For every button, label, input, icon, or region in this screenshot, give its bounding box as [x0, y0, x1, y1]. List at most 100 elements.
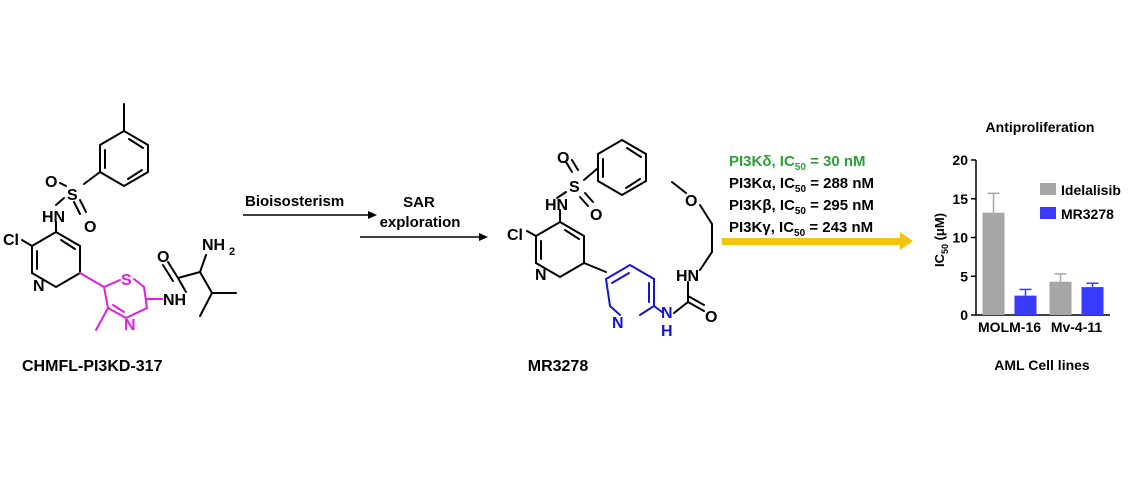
product-phenyl-double-2 [625, 178, 641, 189]
chart-ylabel: IC50 (μM) [932, 213, 950, 267]
product-urea-co-a [687, 301, 705, 312]
product-o-methoxy-label: O [685, 193, 697, 210]
chart-bar-mr3278-mv-4-11 [1081, 287, 1104, 315]
product-atom-labels: HN S O O Cl N O HN O N N H [507, 150, 717, 340]
product-o-bottom-label: O [590, 207, 602, 224]
product-o-urea-label: O [705, 309, 717, 326]
product-s-nh-bond [556, 191, 567, 199]
product-n-pyridine-label: N [535, 267, 547, 284]
arrow-sar-head [479, 233, 488, 241]
antiproliferation-chart: Antiproliferation AML Cell lines IC50 (μ… [932, 119, 1121, 373]
activity-line-2: PI3Kα, IC50 = 288 nM [729, 175, 874, 195]
product-pyridine-double-1 [564, 229, 580, 240]
activity-prefix: PI3Kδ, IC [729, 153, 795, 170]
chart-y-tick-label: 20 [952, 152, 968, 168]
lead-o-top-label: O [45, 174, 57, 191]
lead-tolyl-ring [99, 129, 149, 188]
lead-thiazole [95, 278, 163, 331]
product-pyridine2-ring [604, 263, 655, 316]
lead-so-bottom-bond-a [79, 199, 87, 213]
product-biaryl-bond [583, 262, 607, 273]
lead-amide-co-a [167, 261, 179, 279]
product-cl-label: Cl [507, 227, 523, 244]
lead-alpha-bond [177, 271, 201, 279]
step-bioisosterism-label: Bioisosterism [245, 193, 344, 210]
activity-subscript: 50 [794, 228, 806, 239]
lead-thiazole-methyl [95, 307, 109, 331]
activity-suffix: = 243 nM [805, 219, 873, 236]
product-compound-name: MR3278 [528, 358, 589, 375]
chart-bar-mr3278-molm-16 [1014, 295, 1037, 315]
activity-prefix: PI3Kγ, IC [729, 219, 794, 236]
lead-cl-label: Cl [3, 232, 19, 249]
product-s-label: S [569, 179, 580, 196]
product-ring-s-bond [583, 167, 599, 181]
lead-pyridine-double-1 [60, 239, 76, 250]
product-pyridine2-close [609, 305, 621, 316]
chart-x-tick-label: MOLM-16 [978, 319, 1041, 335]
product-structure [526, 138, 713, 314]
lead-nh2-label: NH [202, 237, 225, 254]
chart-title: Antiproliferation [986, 119, 1095, 135]
product-hn-urea-label: HN [676, 268, 699, 285]
activity-prefix: PI3Kβ, IC [729, 197, 795, 214]
lead-atom-labels: HN S O O Cl N NH 2 O NH S N [3, 174, 235, 334]
lead-nh2-bond [199, 254, 207, 273]
lead-structure [21, 103, 149, 289]
lead-tolyl-double-2 [127, 169, 143, 180]
product-pyridine2-nh-bond [653, 305, 663, 313]
lead-s-label: S [67, 187, 78, 204]
chart-ylabel-sub: 50 [940, 244, 950, 254]
lead-ipr-me1 [199, 292, 213, 317]
chart-xlabel: AML Cell lines [994, 357, 1090, 373]
chart-y-tick-label: 15 [952, 191, 968, 207]
activity-suffix: = 30 nM [806, 153, 866, 170]
lead-nh2-subscript: 2 [229, 246, 235, 258]
lead-valine [162, 254, 237, 317]
chart-legend-swatch-idelalisib [1040, 183, 1056, 195]
chart-legend-label-mr3278: MR3278 [1061, 206, 1114, 222]
yellow-arrow-head [900, 232, 913, 250]
product-urea-co-b [687, 295, 705, 306]
product-o-top-label: O [557, 150, 569, 167]
lead-tolyl-double-1 [128, 138, 144, 149]
step-exploration-label: exploration [380, 214, 461, 231]
lead-thiazole-ring [102, 278, 149, 320]
product-hn-label: HN [545, 197, 568, 214]
product-so-top-a [565, 161, 573, 173]
lead-ring-s-bond [83, 171, 101, 185]
lead-n-thiazole-label: N [124, 317, 136, 334]
lead-amide-c-n [177, 277, 187, 293]
product-phenyl-double-1 [626, 147, 642, 158]
chart-y-tick-label: 5 [960, 268, 968, 284]
lead-thiazole-double [112, 304, 125, 313]
product-nh-urea-n-label: N [661, 305, 673, 322]
product-urea-ch2-1 [699, 251, 713, 271]
product-pyridine2-double-1 [611, 272, 630, 284]
lead-hn-label: HN [42, 209, 65, 226]
chart-bar-idelalisib-molm-16 [982, 212, 1005, 315]
lead-o-bottom-label: O [84, 219, 96, 236]
activity-line-1: PI3Kδ, IC50 = 30 nM [729, 153, 866, 173]
activity-suffix: = 288 nM [806, 175, 874, 192]
lead-nh-amide-label: NH [163, 292, 186, 309]
chart-x-tick-label: Mv-4-11 [1051, 319, 1103, 335]
chart-y-tick-label: 10 [952, 230, 968, 246]
step-sar-label: SAR [403, 194, 435, 211]
product-cl-bond [526, 230, 537, 237]
activity-line-4: PI3Kγ, IC50 = 243 nM [729, 219, 873, 239]
activity-prefix: PI3Kα, IC [729, 175, 795, 192]
chart-legend-label-idelalisib: Idelalisib [1061, 182, 1121, 198]
lead-o-amide-label: O [157, 249, 169, 266]
product-so-top-b [571, 159, 579, 171]
activity-subscript: 50 [795, 162, 807, 173]
product-so-bottom-a [584, 192, 594, 203]
lead-s-nh-bond [55, 197, 65, 206]
product-urea-c-nh [673, 301, 689, 314]
step-arrows [243, 214, 484, 238]
product-pyridine2 [604, 263, 663, 316]
lead-n-pyridine-label: N [33, 278, 45, 295]
lead-so-top-bond [59, 182, 67, 187]
